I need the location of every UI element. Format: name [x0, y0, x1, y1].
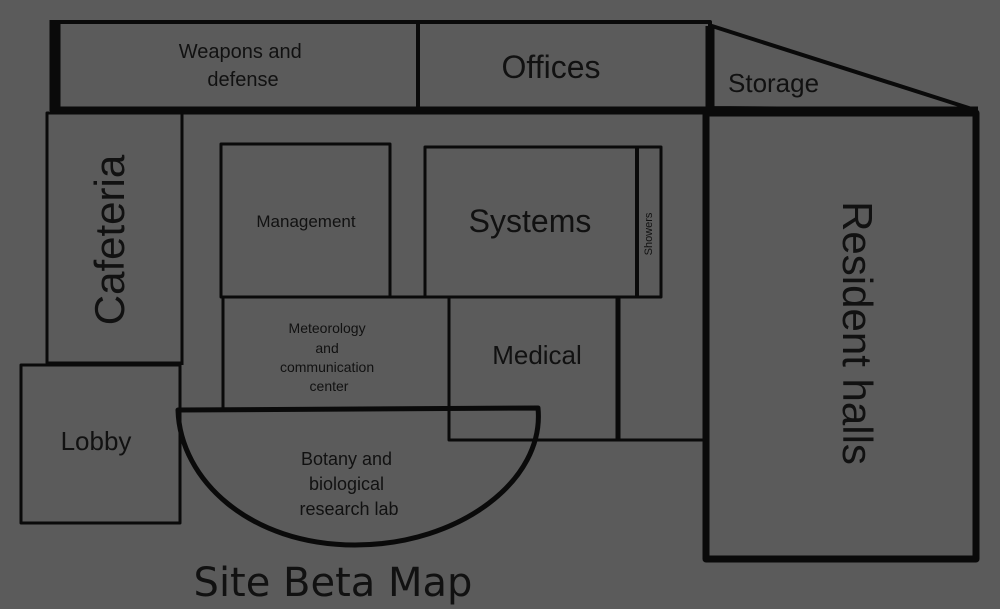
management-label: Management [256, 212, 356, 231]
weapons-label: Weapons and defense [179, 41, 308, 91]
showers-label: Showers [643, 212, 655, 255]
map-title: Site Beta Map [194, 560, 473, 606]
resident-halls-label: Resident halls [834, 201, 881, 465]
systems-label: Systems [469, 203, 592, 239]
storage-label: Storage [728, 68, 819, 98]
cafeteria-label: Cafeteria [86, 154, 133, 325]
lobby-label: Lobby [61, 426, 132, 456]
meteorology-label: Meteorology and communication center [280, 320, 378, 394]
offices-label: Offices [502, 49, 601, 85]
medical-label: Medical [492, 340, 582, 370]
weapons-room[interactable] [50, 20, 420, 111]
botany-label: Botany and biological research lab [299, 449, 398, 519]
botany-lab-room[interactable] [175, 405, 541, 548]
resident-halls-room[interactable] [702, 109, 980, 563]
lobby-room[interactable] [19, 363, 182, 525]
